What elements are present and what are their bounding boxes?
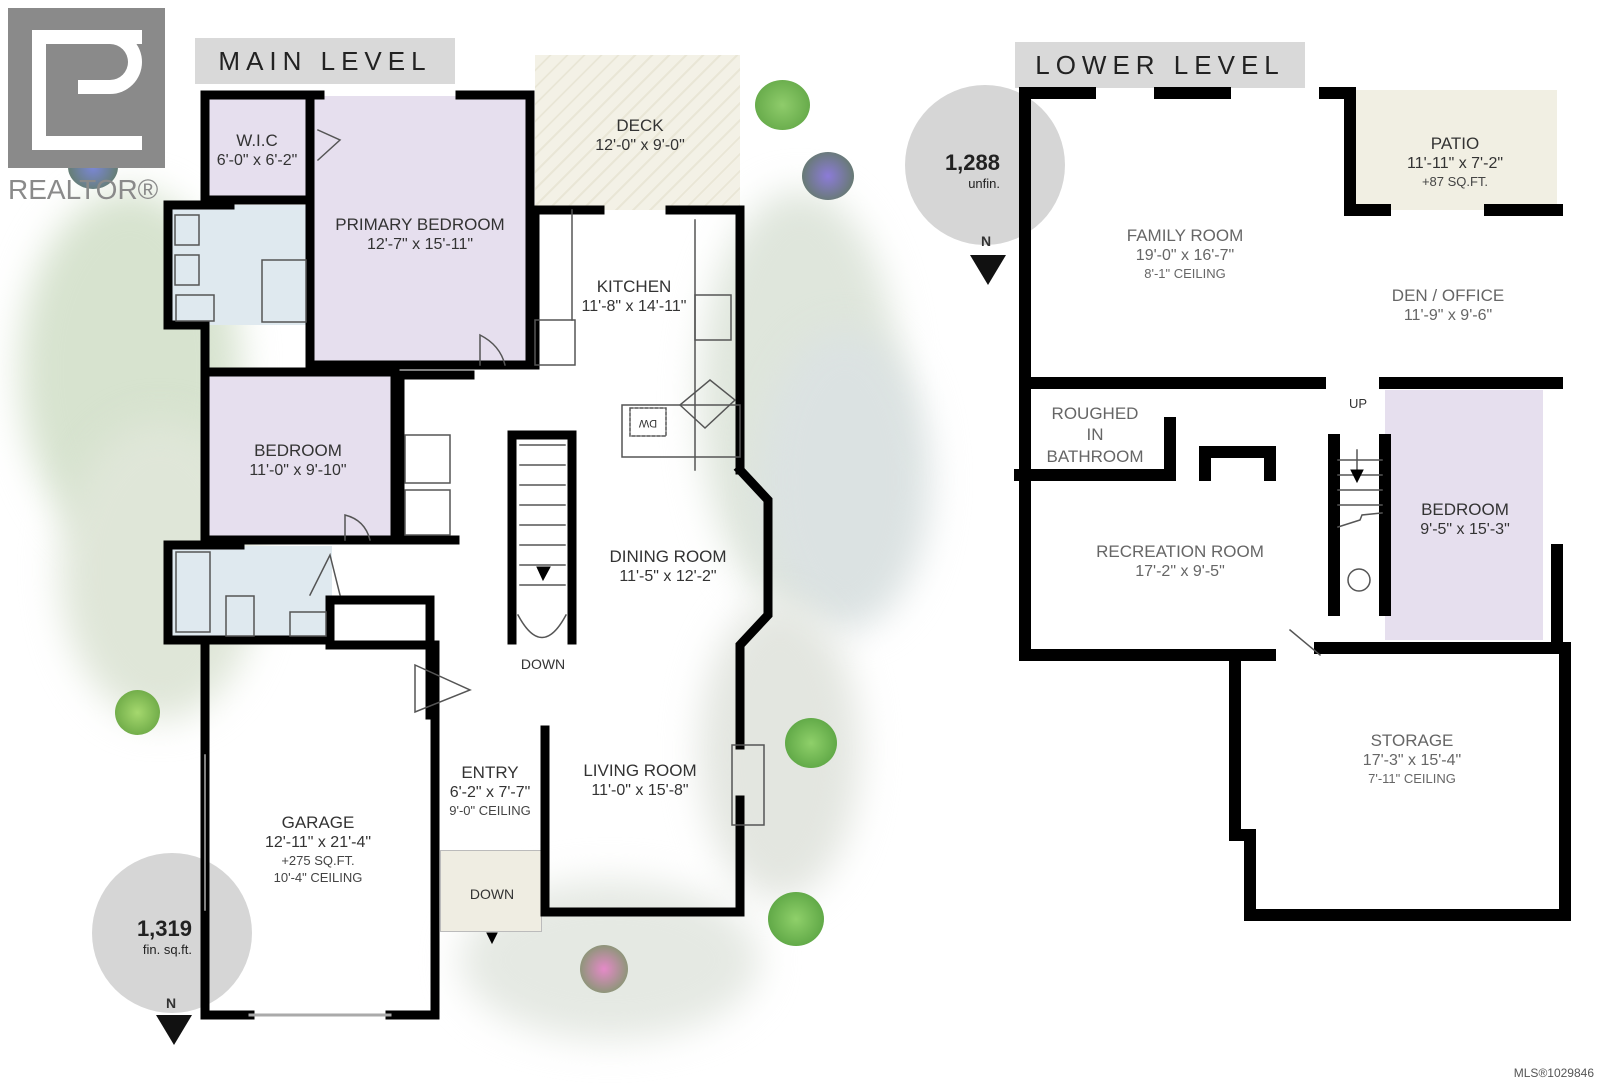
room-dims: 6'-2" x 7'-7" <box>449 784 531 802</box>
room-dims: 12'-0" x 9'-0" <box>595 137 685 155</box>
room-label-wic: W.I.C 6'-0" x 6'-2" <box>217 130 298 171</box>
room-label-kitchen: KITCHEN 11'-8" x 14'-11" <box>582 276 687 317</box>
stairs-down-label: DOWN <box>520 656 566 672</box>
room-name: DECK <box>616 116 664 135</box>
room-dims: 11'-9" x 9'-6" <box>1403 307 1493 325</box>
bathroom-fill <box>172 546 332 638</box>
main-area-unit: fin. sq.ft. <box>142 942 192 957</box>
room-name: KITCHEN <box>596 277 672 296</box>
room-dims: 11'-0" x 15'-8" <box>591 782 689 800</box>
room-name: BEDROOM <box>1421 500 1509 519</box>
room-name: LIVING ROOM <box>583 761 697 780</box>
room-dims: 11'-5" x 12'-2" <box>619 568 717 586</box>
room-dims: 6'-0" x 6'-2" <box>216 152 298 170</box>
room-name: PRIMARY BEDROOM <box>335 215 505 234</box>
room-name: W.I.C <box>236 131 278 150</box>
mls-number: MLS®1029846 <box>1513 1066 1594 1080</box>
primary-bedroom-fill <box>312 96 528 364</box>
realtor-logo-text: REALTOR® <box>8 174 159 205</box>
room-label-garage: GARAGE 12'-11" x 21'-4" +275 SQ.FT. 10'-… <box>265 812 371 886</box>
room-label-patio: PATIO 11'-11" x 7'-2" +87 SQ.FT. <box>1407 133 1503 191</box>
entry-step-down-label: DOWN <box>469 886 515 902</box>
bedroom-fill <box>208 372 396 540</box>
lower-level-walls <box>1014 87 1571 921</box>
room-name-line: BATHROOM <box>1046 446 1144 466</box>
room-dims: 17'-3" x 15'-4" <box>1362 752 1462 770</box>
room-name: PATIO <box>1430 134 1480 153</box>
lower-area-text: 1,288 unfin. <box>930 150 1000 191</box>
shrub-icon <box>755 80 810 130</box>
room-dims: 11'-0" x 9'-10" <box>249 462 347 480</box>
room-label-entry: ENTRY 6'-2" x 7'-7" 9'-0" CEILING <box>449 762 531 820</box>
lower-area-value: 1,288 <box>944 150 1000 175</box>
main-level-walls <box>163 90 773 1020</box>
room-dims: 12'-7" x 15'-11" <box>366 236 474 254</box>
stairs-up-label: UP <box>1348 396 1368 411</box>
room-label-bedroom: BEDROOM 11'-0" x 9'-10" <box>249 440 346 481</box>
lower-area-badge <box>905 85 1065 245</box>
room-ceiling: 8'-1" CEILING <box>1144 266 1226 282</box>
wic-fill <box>208 96 308 200</box>
north-arrow-icon <box>970 255 1006 285</box>
room-label-recreation-room: RECREATION ROOM 17'-2" x 9'-5" <box>1096 541 1264 582</box>
dishwasher-label: DW <box>638 416 658 429</box>
flower-shrub-icon <box>802 152 854 200</box>
main-area-badge <box>92 853 252 1013</box>
lower-level-title: LOWER LEVEL <box>1015 42 1305 88</box>
room-name: BEDROOM <box>254 441 342 460</box>
room-name: ENTRY <box>461 763 519 782</box>
room-label-deck: DECK 12'-0" x 9'-0" <box>595 115 685 156</box>
lower-bedroom-fill <box>1385 390 1543 640</box>
room-dims: 11'-11" x 7'-2" <box>1406 155 1504 173</box>
room-dims: 17'-2" x 9'-5" <box>1135 563 1225 581</box>
main-area-text: 1,319 fin. sq.ft. <box>120 916 192 957</box>
room-name: FAMILY ROOM <box>1126 226 1244 245</box>
room-name: GARAGE <box>281 813 355 832</box>
north-arrow-icon <box>156 1015 192 1045</box>
realtor-logo: REALTOR® <box>8 8 183 208</box>
patio-fill <box>1352 90 1557 210</box>
room-dims: 12'-11" x 21'-4" <box>264 834 372 852</box>
room-name: DEN / OFFICE <box>1391 286 1505 305</box>
room-area: +87 SQ.FT. <box>1421 174 1489 190</box>
room-label-primary-bedroom: PRIMARY BEDROOM 12'-7" x 15'-11" <box>335 214 504 255</box>
lower-area-unit: unfin. <box>968 176 1000 191</box>
flower-shrub-icon <box>580 945 628 993</box>
room-dims: 9'-5" x 15'-3" <box>1420 521 1510 539</box>
room-dims: 11'-8" x 14'-11" <box>581 298 687 316</box>
main-level-title: MAIN LEVEL <box>195 38 455 84</box>
room-label-lower-bedroom: BEDROOM 9'-5" x 15'-3" <box>1420 499 1510 540</box>
room-label-storage: STORAGE 17'-3" x 15'-4" 7'-11" CEILING <box>1363 730 1461 788</box>
room-label-den-office: DEN / OFFICE 11'-9" x 9'-6" <box>1392 285 1504 326</box>
room-area: +275 SQ.FT. <box>281 853 355 869</box>
room-name-line: IN <box>1086 425 1104 445</box>
north-label: N <box>166 995 177 1011</box>
room-name: RECREATION ROOM <box>1096 542 1264 561</box>
shrub-icon <box>115 690 160 735</box>
room-label-family-room: FAMILY ROOM 19'-0" x 16'-7" 8'-1" CEILIN… <box>1127 225 1244 283</box>
room-ceiling: 10'-4" CEILING <box>273 869 363 885</box>
main-area-value: 1,319 <box>136 916 192 941</box>
room-name: STORAGE <box>1370 731 1454 750</box>
shrub-icon <box>768 892 824 946</box>
shrub-icon <box>785 718 837 768</box>
room-ceiling: 9'-0" CEILING <box>449 803 531 819</box>
room-ceiling: 7'-11" CEILING <box>1368 771 1456 787</box>
room-label-roughed-in-bathroom: ROUGHED IN BATHROOM <box>1047 403 1144 467</box>
room-name: ROUGHED <box>1051 404 1139 423</box>
ensuite-fill <box>172 205 308 325</box>
room-name: DINING ROOM <box>609 547 727 566</box>
room-dims: 19'-0" x 16'-7" <box>1135 247 1235 265</box>
deck-fill <box>535 55 740 210</box>
room-label-dining-room: DINING ROOM 11'-5" x 12'-2" <box>609 546 726 587</box>
north-label: N <box>981 233 992 249</box>
room-label-living-room: LIVING ROOM 11'-0" x 15'-8" <box>583 760 696 801</box>
